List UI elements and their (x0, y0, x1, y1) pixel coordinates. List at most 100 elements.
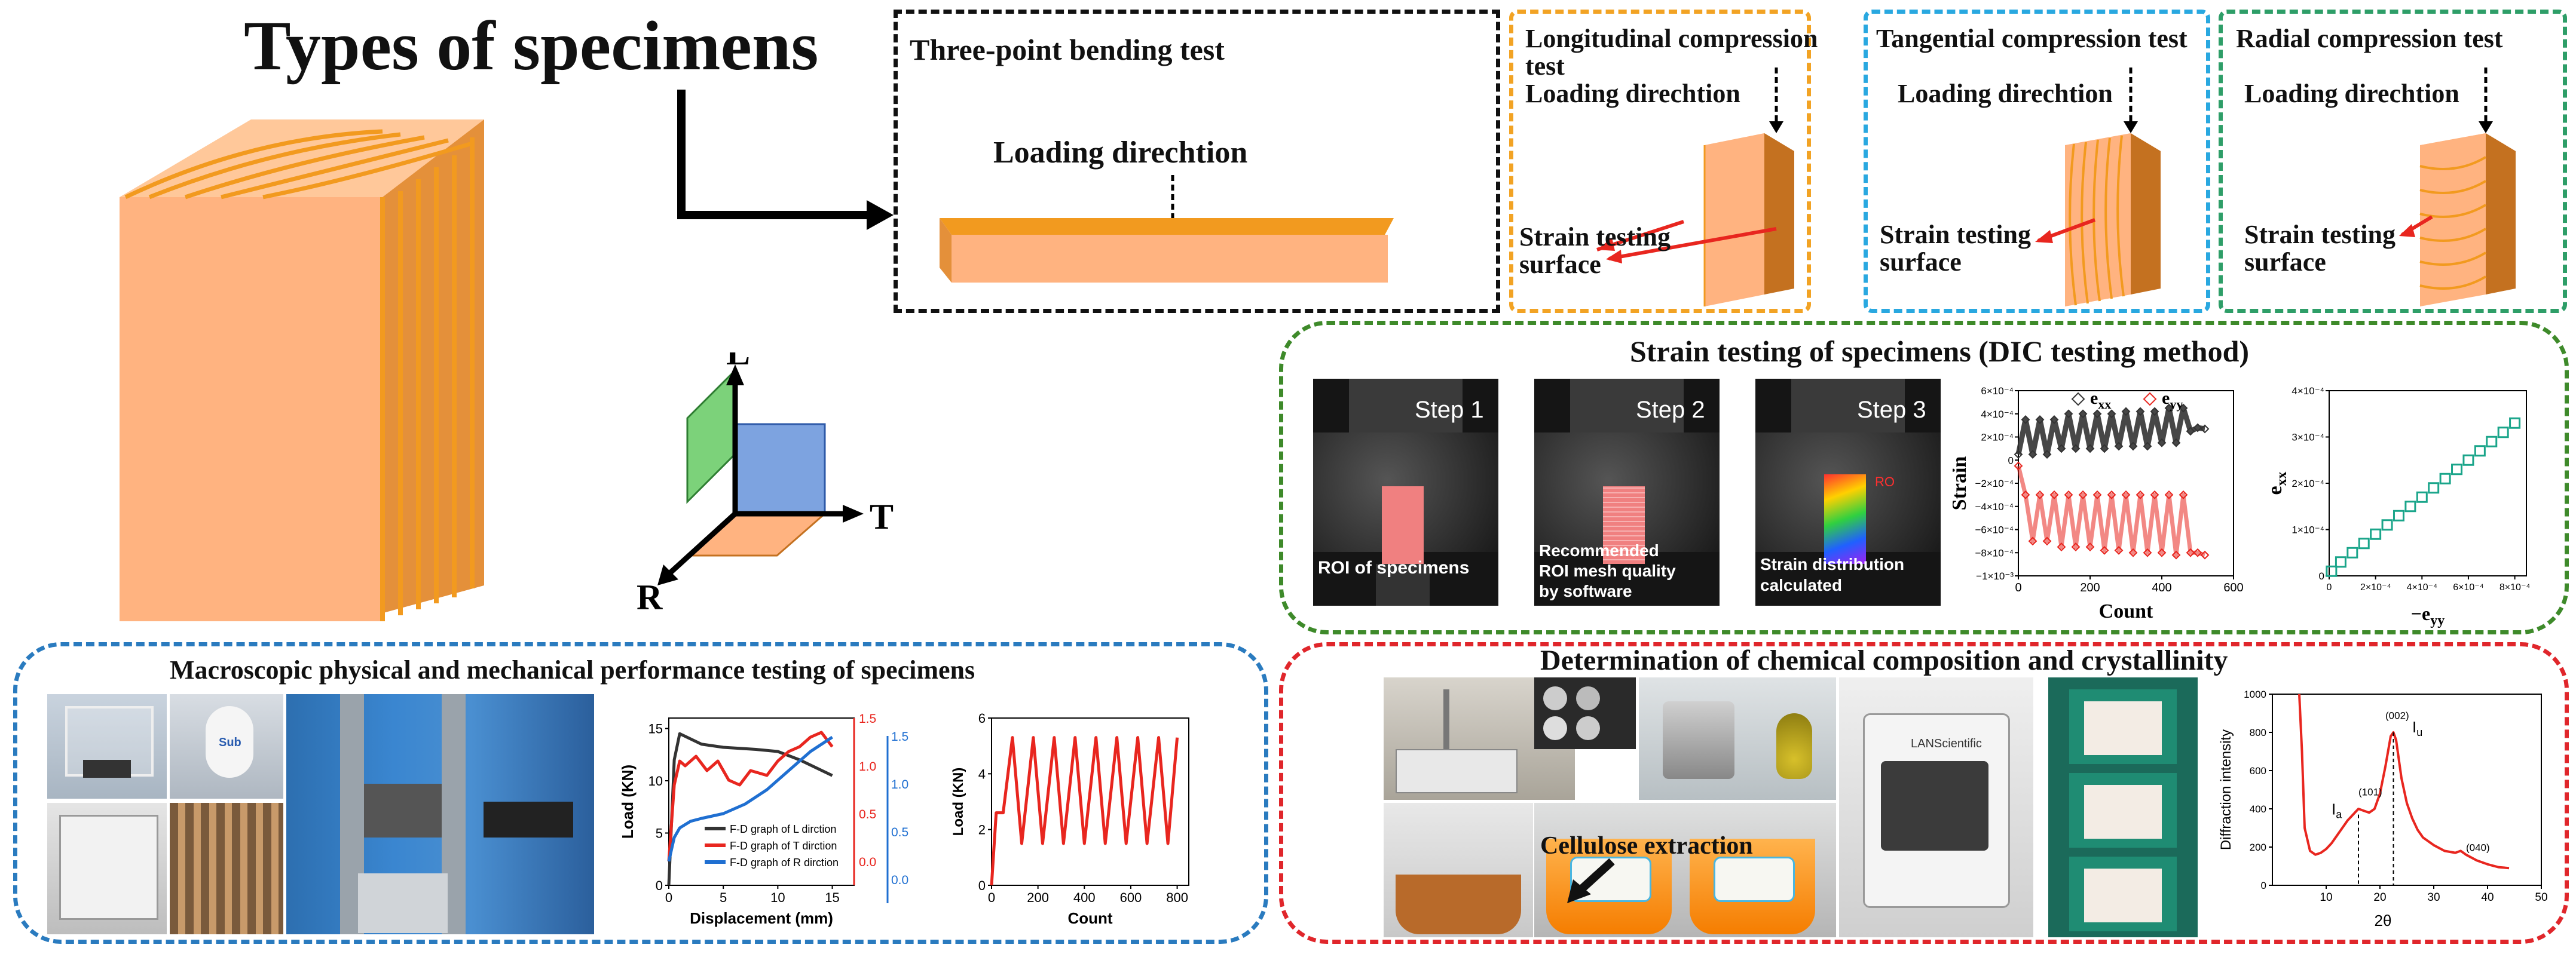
dic-step-2-image: Step 2 Recommended ROI mesh quality by s… (1534, 379, 1720, 606)
tangential-title: Tangential compression test (1876, 24, 2188, 53)
data-point (2100, 545, 2109, 555)
x-tick-label: 400 (1073, 890, 1096, 905)
x-tick-label: 0 (2015, 581, 2021, 594)
tangential-loading-label: Loading direchtion (1898, 79, 2113, 108)
y3-tick-label: 0.5 (891, 826, 908, 839)
x-tick-label: 5 (720, 890, 727, 905)
longitudinal-strain-line2: surface (1519, 250, 1601, 279)
annotation: Ia (2332, 800, 2342, 821)
photo-balance (47, 694, 167, 799)
longitudinal-loading-label: Loading direchtion (1525, 79, 1740, 108)
dic-step-3-caption-line2: calculated (1760, 576, 1842, 594)
y-tick-label: 6 (978, 711, 986, 726)
data-point (2370, 528, 2382, 540)
y-axis-label: Diffraction intensity (2218, 729, 2234, 850)
x-tick-label: 0 (2327, 582, 2332, 593)
tangential-strain-line1: Strain testing (1880, 220, 2031, 249)
radial-loading-label: Loading direchtion (2244, 79, 2459, 108)
tangential-compression-panel: Tangential compression test Loading dire… (1864, 10, 2210, 313)
x-tick-label: 20 (2373, 891, 2386, 904)
data-point (2428, 482, 2440, 494)
y-tick-label: 4×10⁻⁴ (2292, 385, 2324, 397)
dic-roi-tag: RO (1875, 474, 1895, 489)
photo-testing-machine (286, 694, 594, 934)
y-tick-label: 4×10⁻⁴ (1981, 409, 2014, 420)
photo-xrd-instrument: LANScientific (1839, 677, 2033, 937)
y-tick-label: 4 (978, 766, 986, 781)
y-tick-label: 0 (656, 878, 663, 893)
series-line-1 (667, 731, 834, 862)
dic-step-1-image: Step 1 ROI of specimens (1313, 379, 1498, 606)
legend-label: eyy (2162, 388, 2183, 412)
data-point (2186, 427, 2195, 436)
x-tick-label: 8×10⁻⁴ (2499, 582, 2530, 593)
data-point (2028, 450, 2037, 459)
radial-strain-line2: surface (2244, 247, 2326, 277)
dic-step-2-caption-line1: Recommended (1539, 541, 1659, 560)
data-point (2042, 536, 2052, 546)
data-point (2114, 545, 2124, 555)
data-point (2346, 547, 2358, 559)
y-tick-label: 200 (2250, 842, 2266, 853)
data-point (2121, 407, 2131, 416)
data-point (2164, 403, 2174, 413)
chemical-composition-panel: Determination of chemical composition an… (1279, 642, 2569, 944)
x-axis-label: Count (2099, 600, 2153, 622)
data-point (2462, 454, 2474, 466)
data-point (2057, 444, 2066, 453)
dic-step-2-caption-line2: ROI mesh quality (1539, 562, 1676, 580)
legend-label: exx (2090, 388, 2111, 412)
data-point (2358, 538, 2370, 550)
tangential-block (2035, 68, 2161, 306)
x-tick-label: 15 (825, 890, 839, 905)
y-tick-label: 400 (2250, 803, 2266, 815)
y-tick-label: −1×10⁻³ (1976, 570, 2014, 582)
photo-heating-plate (1639, 677, 1836, 800)
annotation: (002) (2385, 710, 2409, 722)
data-point (2404, 501, 2416, 513)
data-point (2200, 550, 2210, 560)
dic-step-3-image: RO Step 3 Strain distribution calculated (1755, 379, 1941, 606)
axis-label-R: R (637, 578, 663, 615)
x-axis-label: −eyy (2411, 603, 2445, 628)
data-point (2179, 403, 2188, 413)
bending-specimen (940, 175, 1394, 283)
data-point (2393, 510, 2404, 522)
bending-loading-label: Loading direchtion (993, 136, 1248, 170)
photo-specimen-rack (170, 803, 283, 934)
macro-title: Macroscopic physical and mechanical perf… (170, 655, 975, 685)
y3-tick-label: 0.0 (891, 873, 908, 887)
x-tick-label: 6×10⁻⁴ (2453, 582, 2483, 593)
data-point (2509, 417, 2521, 429)
axis-label-L: L (726, 352, 750, 372)
three-point-bending-panel: Three-point bending test Loading direcht… (894, 10, 1500, 313)
data-point (2136, 490, 2145, 499)
data-point (2092, 490, 2102, 499)
data-point (2100, 444, 2109, 453)
series-line-0 (2015, 405, 2205, 458)
data-point (2186, 548, 2195, 557)
data-point (2092, 409, 2102, 419)
dic-step-1-label: Step 1 (1415, 397, 1484, 423)
macroscopic-testing-panel: Macroscopic physical and mechanical perf… (13, 642, 1268, 944)
x-tick-label: 0 (665, 890, 672, 905)
y-tick-label: 5 (656, 826, 663, 841)
data-point (2035, 490, 2045, 499)
x-tick-label: 30 (2427, 891, 2440, 904)
data-point (2171, 550, 2181, 560)
data-point (2107, 490, 2116, 499)
brand-tag: Sub (219, 736, 241, 749)
data-point (2335, 556, 2346, 568)
legend-label: F-D graph of T dirction (730, 840, 837, 852)
data-point (2439, 473, 2451, 484)
data-point (2064, 409, 2073, 419)
x-tick-label: 600 (1120, 890, 1142, 905)
data-point (2171, 438, 2181, 447)
dic-step-1-caption: ROI of specimens (1318, 558, 1470, 578)
annotation: Iu (2412, 718, 2422, 738)
data-point (2326, 565, 2338, 577)
x-tick-label: 600 (2223, 581, 2243, 594)
legend-marker (2071, 392, 2085, 406)
cellulose-extraction-label: Cellulose extraction (1540, 832, 1753, 860)
